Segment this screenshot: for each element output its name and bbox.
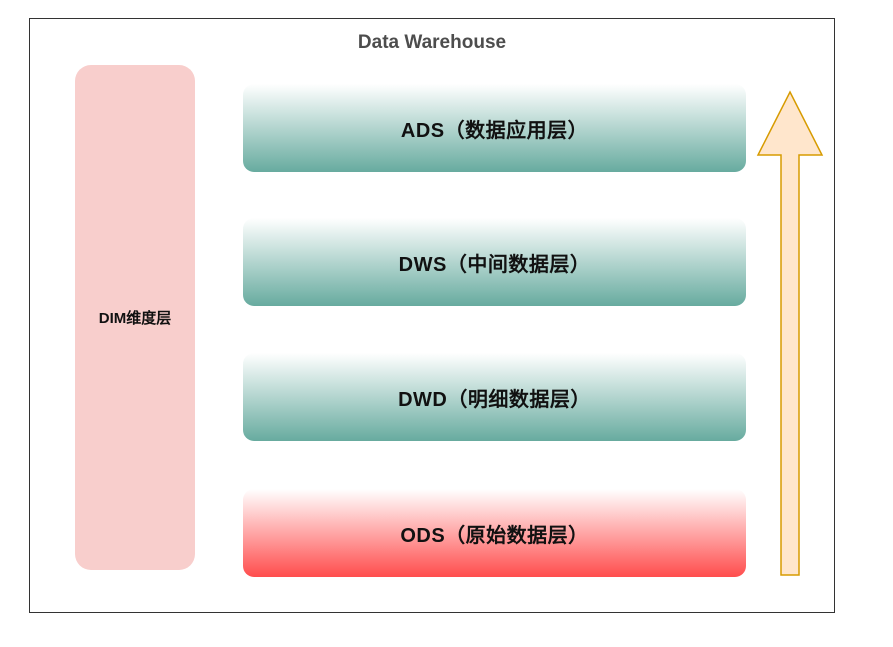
dwd-layer-label: DWD（明细数据层） [398,388,591,411]
ads-layer-label: ADS（数据应用层） [400,119,589,142]
arrow-shape [756,90,824,576]
dim-layer-box: DIM维度层 [75,65,195,570]
dws-layer-label: DWS（中间数据层） [398,253,591,276]
ods-layer-label: ODS（原始数据层） [400,524,589,547]
dws-layer-box: DWS（中间数据层） [243,218,746,306]
ads-layer-box: ADS（数据应用层） [243,84,746,172]
ods-layer-box: ODS（原始数据层） [243,489,746,577]
dim-layer-label: DIM维度层 [98,310,172,327]
diagram-title: Data Warehouse [357,32,507,53]
dwd-layer-box: DWD（明细数据层） [243,353,746,441]
upward-flow-arrow-icon [756,90,824,576]
